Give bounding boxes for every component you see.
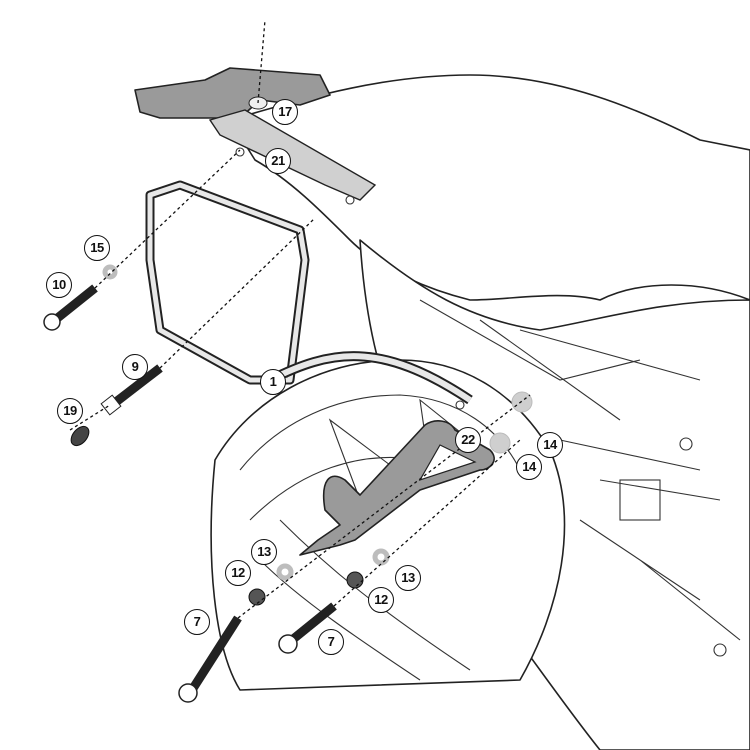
part-callout-12: 12 [225, 560, 251, 586]
part-callout-7: 7 [184, 609, 210, 635]
part-callout-15: 15 [84, 235, 110, 261]
bolt-7 [178, 615, 242, 703]
cap-19 [70, 425, 90, 447]
part-callout-17: 17 [272, 99, 298, 125]
part-callout-19: 19 [57, 398, 83, 424]
part-callout-13: 13 [395, 565, 421, 591]
part-callout-14: 14 [537, 432, 563, 458]
washer-14 [511, 391, 533, 413]
part-callout-9: 9 [122, 354, 148, 380]
cross-bar-21 [208, 109, 377, 201]
part-callout-10: 10 [46, 272, 72, 298]
bolt-10 [43, 284, 98, 331]
part-callout-13: 13 [251, 539, 277, 565]
nut-12 [248, 588, 266, 606]
part-callout-22: 22 [455, 427, 481, 453]
part-callout-1: 1 [260, 369, 286, 395]
part-callout-7: 7 [318, 629, 344, 655]
part-callout-14: 14 [516, 454, 542, 480]
bolt-7b [278, 602, 337, 654]
part-callout-12: 12 [368, 587, 394, 613]
washer-14b [489, 432, 511, 454]
bolt-9 [100, 364, 163, 416]
top-rack-plate [134, 67, 331, 119]
part-callout-21: 21 [265, 148, 291, 174]
nut-12b [346, 571, 364, 589]
side-frame-1 [145, 180, 310, 385]
